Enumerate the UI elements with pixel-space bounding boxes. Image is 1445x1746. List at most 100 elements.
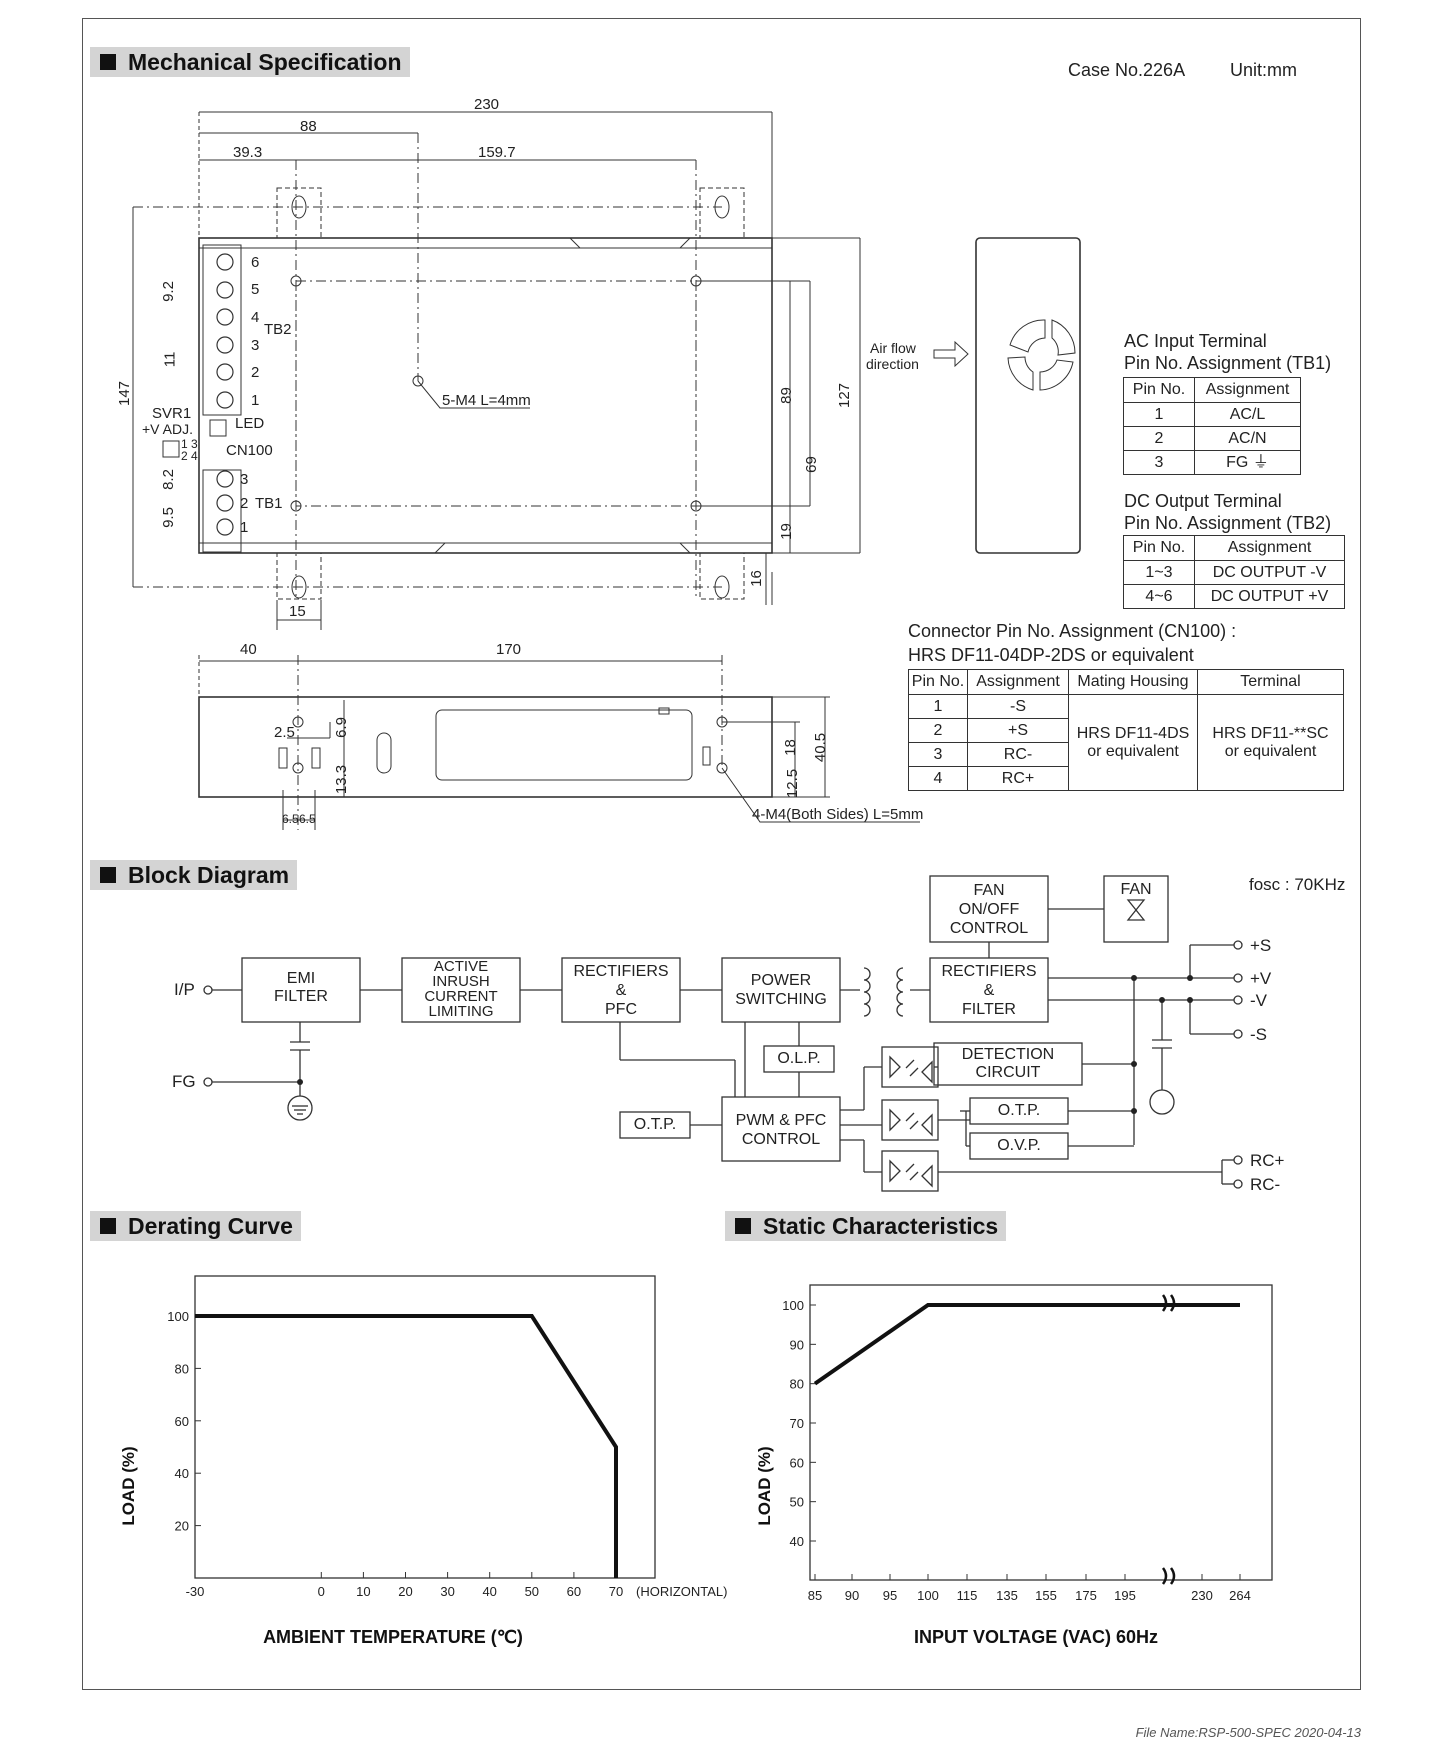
otp-block-left: O.T.P. (633, 1116, 677, 1133)
x-tick-label: 95 (883, 1588, 897, 1603)
airflow-label-2: direction (866, 356, 919, 372)
block-text: ACTIVE (433, 958, 489, 975)
square-bullet-icon (100, 54, 116, 70)
block-text: RECTIFIERS (573, 963, 669, 980)
section-derating-header: Derating Curve (90, 1211, 301, 1241)
block-text: INRUSH (432, 973, 490, 990)
x-tick-label: 30 (440, 1584, 454, 1599)
table-cell: 3 (908, 742, 968, 767)
svr1-label: SVR1 (152, 405, 192, 422)
y-axis-label: LOAD (%) (755, 1446, 774, 1525)
block-text: LIMITING (428, 1003, 494, 1020)
table-cell: 4 (908, 766, 968, 791)
block-text: RECTIFIERS (941, 963, 1037, 980)
ip-label: I/P (174, 980, 195, 999)
dim-170: 170 (496, 641, 522, 658)
plot-frame (809, 1284, 1273, 1581)
x-tick-label: 50 (525, 1584, 539, 1599)
out-minus-v: -V (1250, 991, 1267, 1010)
rectifiers-pfc-block: RECTIFIERS&PFC (562, 962, 680, 1019)
static-line (813, 1303, 1240, 1386)
m4-top-label: 5-M4 L=4mm (442, 392, 531, 409)
m4-side-label: 4-M4(Both Sides) L=5mm (752, 806, 924, 823)
block-text: FILTER (274, 988, 328, 1005)
x-tick-label: 135 (996, 1588, 1018, 1603)
table-header: Assignment (967, 669, 1069, 695)
rc-minus: RC- (1250, 1175, 1281, 1194)
table-cell: AC/L (1194, 402, 1301, 427)
table-header: Pin No. (908, 669, 968, 695)
table-cell: FG ⏚ (1194, 450, 1301, 475)
section-mechanical-header: Mechanical Specification (90, 47, 410, 77)
x-tick-label: 40 (482, 1584, 496, 1599)
y-tick-label: 100 (782, 1298, 804, 1313)
rectifiers-filter-block: RECTIFIERS&FILTER (930, 962, 1048, 1019)
block-text: CONTROL (949, 920, 1029, 937)
axis-break-icon (1161, 1294, 1176, 1312)
dim-2-5: 2.5 (274, 724, 295, 741)
page-frame (82, 18, 1361, 1690)
x-tick-note: (HORIZONTAL) (636, 1584, 727, 1599)
table-cell: AC/N (1194, 426, 1301, 451)
cn100-pins-2: 2 4 (181, 449, 198, 463)
block-text: ON/OFF (958, 901, 1020, 918)
y-tick-label: 80 (790, 1377, 804, 1392)
led-label: LED (235, 415, 265, 432)
dim-39-3: 39.3 (233, 144, 263, 161)
x-tick-label: 175 (1075, 1588, 1097, 1603)
x-tick-label: 100 (917, 1588, 939, 1603)
block-text: EMI (286, 970, 316, 987)
terminal-line: or equivalent (1224, 742, 1317, 760)
pin-label: 1 (240, 519, 249, 536)
block-text: FAN (973, 882, 1005, 899)
y-tick-label: 40 (790, 1534, 804, 1549)
y-tick-label: 60 (790, 1455, 804, 1470)
ac-table-title: AC Input Terminal (1124, 331, 1267, 351)
otp-block-right: O.T.P. (997, 1102, 1041, 1119)
axis-break-icon (1161, 1567, 1176, 1585)
y-axis-label: LOAD (%) (119, 1446, 138, 1525)
pin-label: 3 (251, 337, 260, 354)
table-cell: RC+ (967, 766, 1069, 791)
x-axis-label: AMBIENT TEMPERATURE (℃) (263, 1627, 523, 1647)
pin-label: 2 (240, 495, 249, 512)
plot-frame (194, 1275, 656, 1579)
block-text: PFC (605, 1001, 637, 1018)
table-cell: 1 (908, 694, 968, 719)
table-header: Mating Housing (1068, 669, 1198, 695)
x-axis-label: INPUT VOLTAGE (VAC) 60Hz (914, 1627, 1158, 1647)
ac-table-subtitle: Pin No. Assignment (TB1) (1124, 353, 1332, 373)
pin-label: 4 (251, 309, 260, 326)
pin-label: 6 (251, 254, 260, 271)
pin-label: 2 (251, 364, 260, 381)
pin-label: 3 (240, 471, 249, 488)
block-text: CIRCUIT (975, 1064, 1041, 1081)
airflow-label: Air flow (870, 340, 916, 356)
dim-159-7: 159.7 (478, 144, 516, 161)
housing-line: or equivalent (1087, 742, 1179, 760)
x-tick-label: 85 (808, 1588, 822, 1603)
x-tick-label: 115 (957, 1588, 978, 1603)
tb2-label: TB2 (264, 321, 292, 338)
square-bullet-icon (100, 867, 116, 883)
x-tick-label: 90 (845, 1588, 859, 1603)
table-cell: DC OUTPUT +V (1194, 584, 1345, 609)
x-tick-label: 60 (567, 1584, 581, 1599)
vadj-label: +V ADJ. (142, 421, 193, 437)
square-bullet-icon (100, 1218, 116, 1234)
table-cell: DC OUTPUT -V (1194, 560, 1345, 585)
dim-40: 40 (240, 641, 257, 658)
section-static-header: Static Characteristics (725, 1211, 1007, 1241)
olp-block: O.L.P. (777, 1050, 821, 1067)
dim-6-5-right: 6.5 (299, 812, 316, 826)
ovp-block: O.V.P. (997, 1137, 1041, 1154)
x-tick-label: 20 (398, 1584, 412, 1599)
tb1-label: TB1 (255, 495, 283, 512)
